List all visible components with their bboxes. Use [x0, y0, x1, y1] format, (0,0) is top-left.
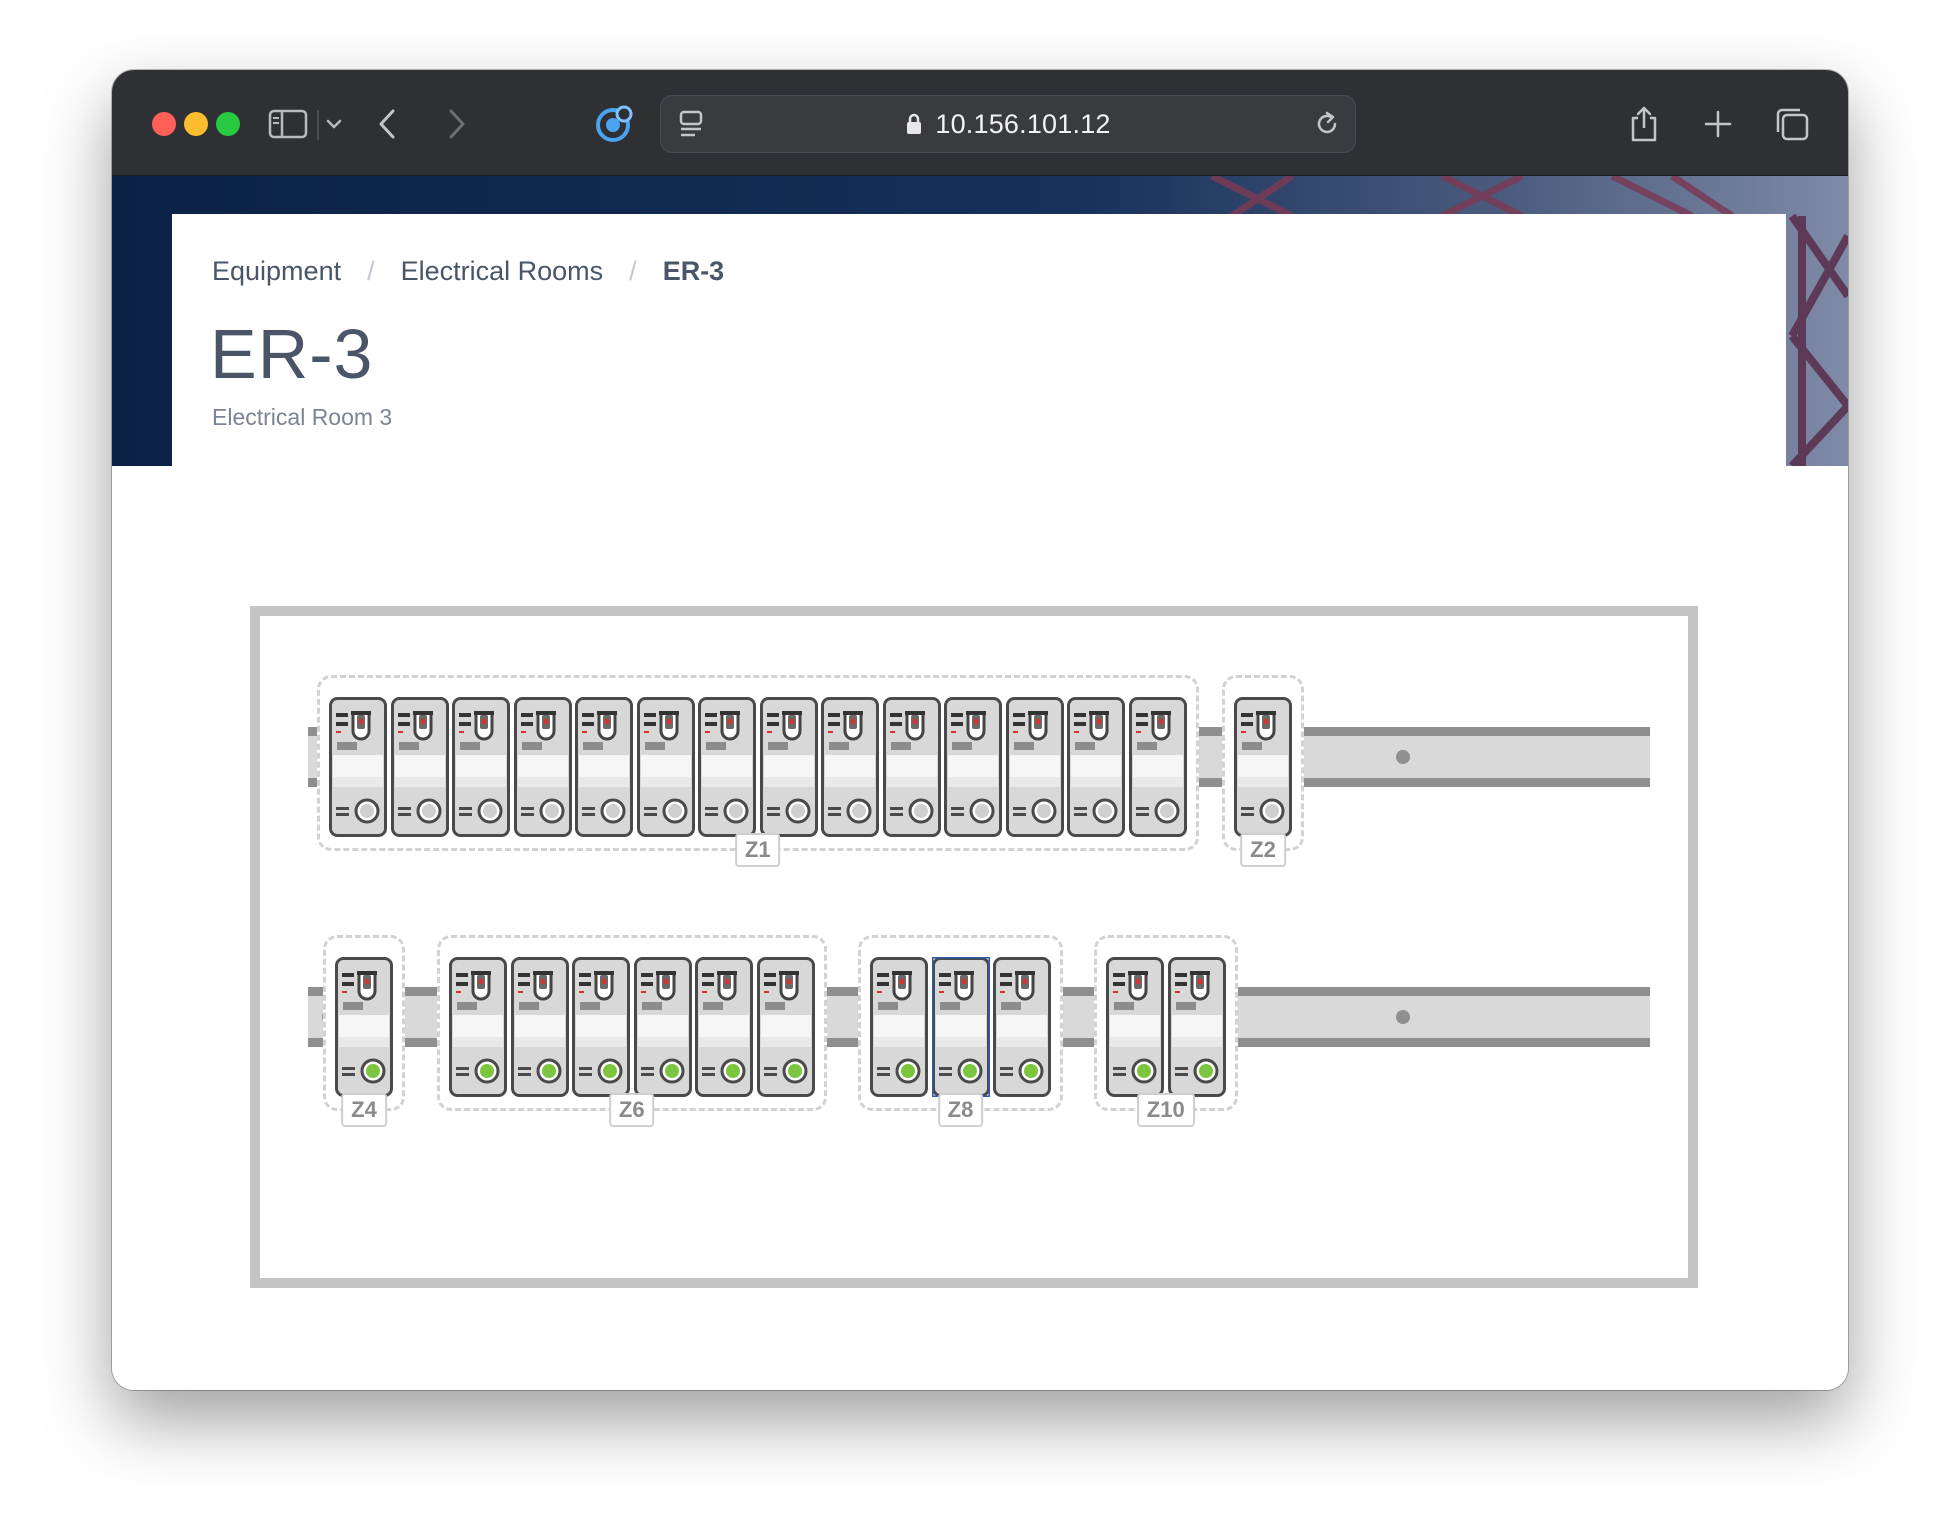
zone-label: Z1 [734, 833, 781, 867]
zone-label: Z8 [937, 1093, 984, 1127]
circuit-breaker[interactable] [1234, 697, 1304, 837]
back-icon[interactable] [372, 103, 402, 145]
circuit-breaker[interactable] [695, 957, 765, 1097]
circuit-breaker[interactable] [452, 697, 522, 837]
zoom-window-button[interactable] [216, 112, 240, 136]
close-window-button[interactable] [152, 112, 176, 136]
sidebar-icon[interactable] [266, 103, 310, 145]
url-text: 10.156.101.12 [935, 108, 1111, 139]
breadcrumb: Equipment / Electrical Rooms / ER-3 [212, 256, 724, 287]
circuit-breaker[interactable] [329, 697, 399, 837]
breadcrumb-separator: / [629, 256, 637, 286]
circuit-breaker[interactable] [930, 955, 1002, 1099]
zone-z10[interactable]: Z10 [1094, 935, 1238, 1127]
zone-label: Z6 [608, 1093, 655, 1127]
zone-z8[interactable]: Z8 [858, 935, 1063, 1127]
chevron-down-icon[interactable] [322, 103, 346, 145]
circuit-breaker[interactable] [944, 697, 1014, 837]
toolbar-divider [317, 110, 319, 140]
url-display[interactable]: 10.156.101.12 [661, 96, 1355, 152]
circuit-breaker[interactable] [1128, 697, 1199, 837]
circuit-breaker[interactable] [759, 697, 830, 837]
circuit-breaker[interactable] [572, 957, 642, 1097]
circuit-breaker[interactable] [1167, 957, 1238, 1097]
circuit-breaker[interactable] [513, 697, 584, 837]
page-title: ER-3 [210, 315, 374, 393]
lock-icon [907, 113, 922, 134]
share-icon[interactable] [1624, 103, 1664, 145]
circuit-breaker[interactable] [756, 957, 827, 1097]
rail-screw-icon [1396, 1010, 1410, 1024]
breadcrumb-item-equipment[interactable]: Equipment [212, 256, 342, 286]
circuit-breaker[interactable] [870, 957, 940, 1097]
forward-icon[interactable] [442, 103, 472, 145]
zone-label: Z2 [1240, 833, 1286, 867]
circuit-breaker[interactable] [449, 957, 519, 1097]
browser-toolbar: 10.156.101.12 [112, 70, 1848, 176]
page-content: Equipment / Electrical Rooms / ER-3 ER-3… [112, 176, 1848, 1390]
address-bar[interactable]: 10.156.101.12 [660, 95, 1356, 153]
reader-icon[interactable] [673, 103, 709, 145]
circuit-breaker[interactable] [510, 957, 581, 1097]
browser-window: 10.156.101.12 [112, 70, 1848, 1390]
minimize-window-button[interactable] [184, 112, 208, 136]
circuit-breaker[interactable] [882, 697, 953, 837]
circuit-breaker[interactable] [1005, 697, 1076, 837]
rail-screw-icon [1396, 750, 1410, 764]
zone-z1[interactable]: Z1 [317, 675, 1199, 867]
circuit-breaker[interactable] [575, 697, 645, 837]
zone-label: Z10 [1136, 1093, 1195, 1127]
circuit-breaker[interactable] [636, 697, 707, 837]
zone-z2[interactable]: Z2 [1222, 675, 1304, 867]
tab-overview-icon[interactable] [1772, 103, 1812, 145]
content-card: Equipment / Electrical Rooms / ER-3 ER-3… [172, 214, 1786, 1390]
circuit-breaker[interactable] [993, 957, 1063, 1097]
new-tab-icon[interactable] [1698, 103, 1738, 145]
zone-label: Z4 [341, 1093, 387, 1127]
zone-z6[interactable]: Z6 [437, 935, 827, 1127]
page-subtitle: Electrical Room 3 [212, 404, 393, 430]
circuit-breaker[interactable] [335, 957, 405, 1097]
breadcrumb-item-electrical-rooms[interactable]: Electrical Rooms [400, 256, 604, 286]
breadcrumb-separator: / [367, 256, 375, 286]
breadcrumb-item-current: ER-3 [662, 256, 725, 286]
reload-icon[interactable] [1309, 103, 1345, 145]
circuit-breaker[interactable] [390, 697, 461, 837]
circuit-breaker[interactable] [1067, 697, 1137, 837]
circuit-breaker[interactable] [698, 697, 768, 837]
extension-icon[interactable] [592, 103, 636, 145]
zone-z4[interactable]: Z4 [323, 935, 405, 1127]
circuit-breaker[interactable] [633, 957, 704, 1097]
circuit-breaker[interactable] [821, 697, 891, 837]
circuit-breaker[interactable] [1106, 957, 1176, 1097]
